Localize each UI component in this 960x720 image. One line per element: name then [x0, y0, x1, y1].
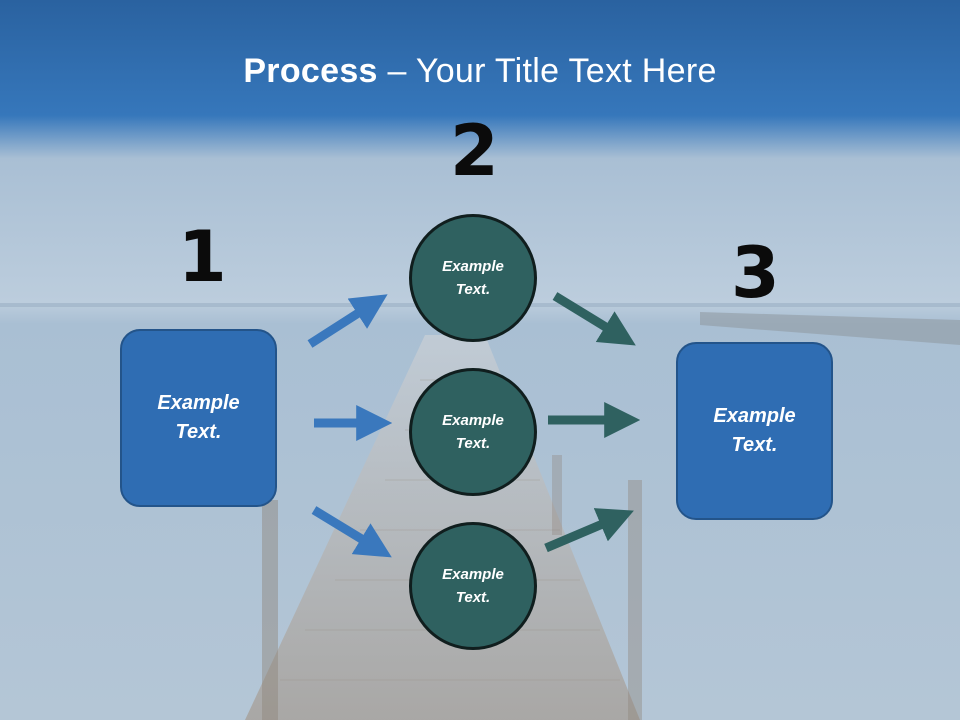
step-number-1: 1	[178, 216, 227, 298]
title-rest: – Your Title Text Here	[377, 52, 717, 90]
slide-title: Process – Your Title Text Here	[0, 52, 960, 91]
circle-bottom-line-1: Example	[442, 566, 504, 583]
left-box-line-1: Example	[157, 392, 240, 414]
circle-top-line-1: Example	[442, 258, 504, 275]
right-box-line-2: Text.	[731, 434, 778, 456]
left-box-line-2: Text.	[175, 421, 222, 443]
circle-bottom-line-2: Text.	[455, 589, 491, 606]
title-bold: Process	[243, 52, 378, 90]
circle-bottom[interactable]: Example Text.	[409, 522, 537, 650]
circle-middle[interactable]: Example Text.	[409, 368, 537, 496]
circle-top[interactable]: Example Text.	[409, 214, 537, 342]
step-number-2: 2	[450, 110, 499, 192]
circle-top-line-2: Text.	[455, 281, 491, 298]
circle-middle-line-2: Text.	[455, 435, 491, 452]
circle-middle-line-1: Example	[442, 412, 504, 429]
left-process-box[interactable]: Example Text.	[120, 329, 277, 507]
step-number-3: 3	[731, 232, 780, 314]
right-process-box[interactable]: Example Text.	[676, 342, 833, 520]
right-box-line-1: Example	[713, 405, 796, 427]
